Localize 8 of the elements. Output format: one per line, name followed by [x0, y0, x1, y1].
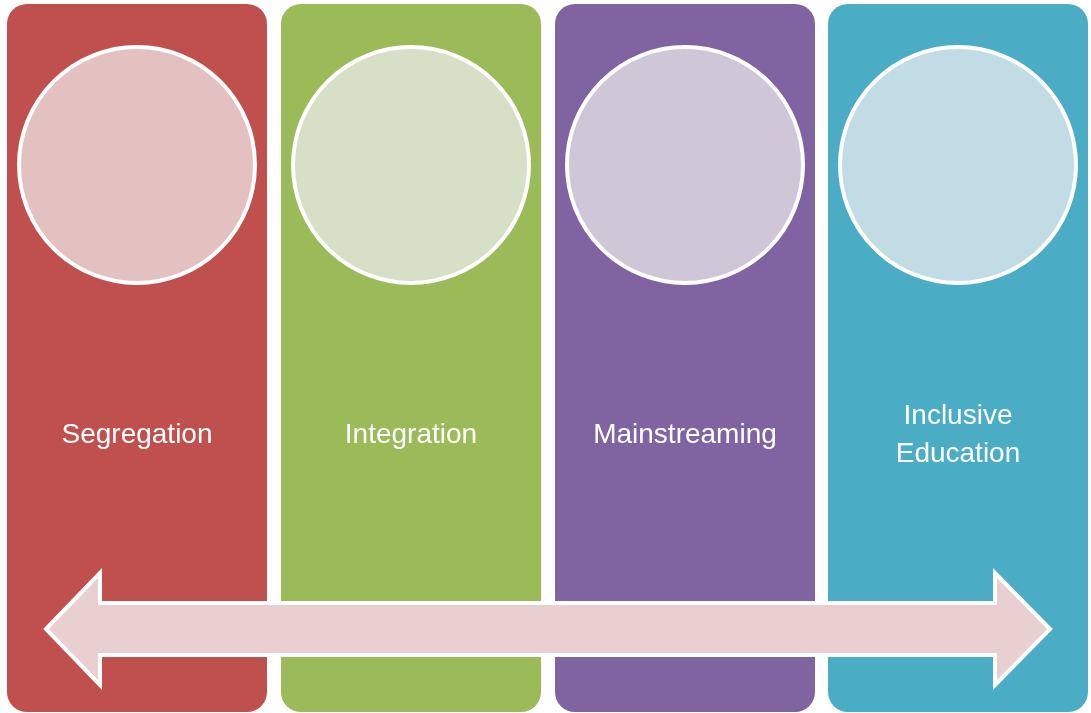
stage-label: Segregation [60, 417, 214, 451]
stage-label: Integration [343, 417, 479, 451]
stage-label: Inclusive Education [894, 398, 1022, 470]
stage-label: Mainstreaming [592, 417, 778, 451]
stage-column [7, 4, 267, 712]
stage-column [828, 4, 1088, 712]
stage-column [281, 4, 541, 712]
stage-column [555, 4, 815, 712]
